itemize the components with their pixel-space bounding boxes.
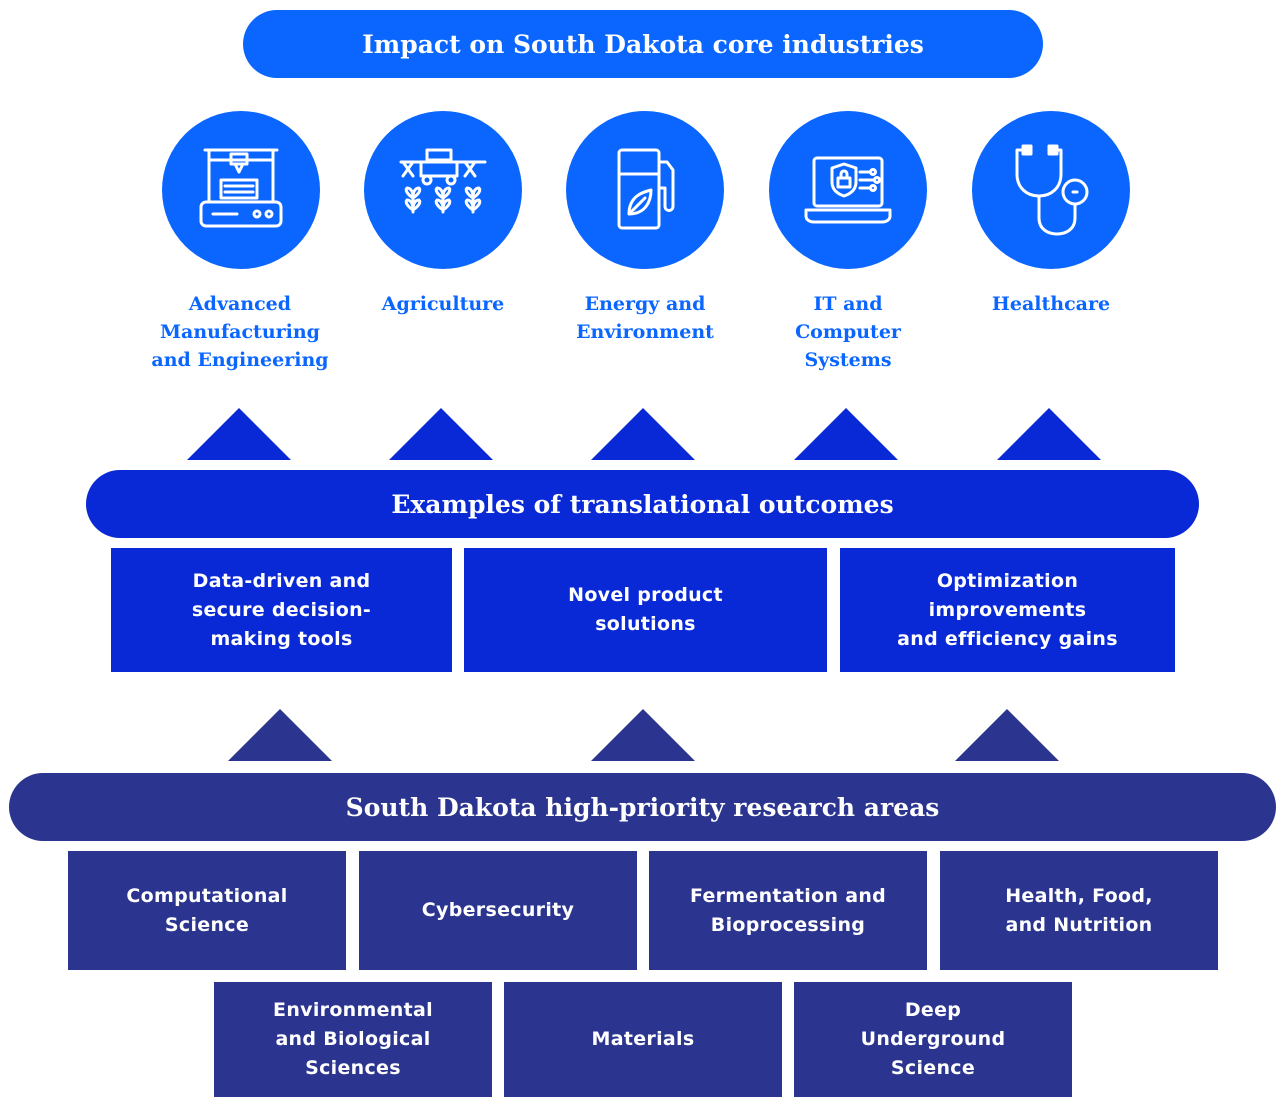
outcome-box: Optimization improvements and efficiency… <box>840 548 1175 672</box>
outcome-box: Novel product solutions <box>464 548 827 672</box>
industry-label-energy: Energy and Environment <box>576 293 714 343</box>
research-area-box: Fermentation and Bioprocessing <box>649 851 927 970</box>
manufacturing-circle <box>162 111 320 269</box>
arrow-up-icon <box>955 709 1059 761</box>
arrow-up-icon <box>228 709 332 761</box>
agriculture-circle <box>364 111 522 269</box>
industry-label-healthcare: Healthcare <box>991 293 1111 315</box>
energy-circle <box>566 111 724 269</box>
healthcare-circle <box>972 111 1130 269</box>
arrow-up-icon <box>591 709 695 761</box>
farm-sprayer-crops-icon <box>399 148 487 214</box>
arrow-up-icon <box>187 408 291 460</box>
outcomes-title: Examples of translational outcomes <box>391 489 894 519</box>
research-area-box: Computational Science <box>68 851 346 970</box>
industry-label-manufacturing: Advanced Manufacturing and Engineering <box>151 293 329 371</box>
outcome-box: Data-driven and secure decision- making … <box>111 548 452 672</box>
arrow-up-icon <box>794 408 898 460</box>
industry-label-it: IT and Computer Systems <box>795 293 901 371</box>
stethoscope-icon <box>1015 144 1089 236</box>
research-area-box: Materials <box>504 982 782 1097</box>
research-area-box: Environmental and Biological Sciences <box>214 982 492 1097</box>
research-header: South Dakota high-priority research area… <box>9 773 1276 841</box>
industry-label-agriculture: Agriculture <box>381 293 505 315</box>
arrow-up-icon <box>591 408 695 460</box>
industries-title: Impact on South Dakota core industries <box>362 29 924 59</box>
industries-header: Impact on South Dakota core industries <box>243 10 1043 78</box>
it-circle <box>769 111 927 269</box>
arrow-up-icon <box>997 408 1101 460</box>
research-title: South Dakota high-priority research area… <box>345 792 940 822</box>
green-fuel-pump-icon <box>617 148 675 230</box>
outcomes-header: Examples of translational outcomes <box>86 470 1199 538</box>
research-area-box: Cybersecurity <box>359 851 637 970</box>
research-area-box: Deep Underground Science <box>794 982 1072 1097</box>
research-area-box: Health, Food, and Nutrition <box>940 851 1218 970</box>
3d-printer-icon <box>199 148 283 228</box>
arrow-up-icon <box>389 408 493 460</box>
secure-laptop-icon <box>804 156 892 224</box>
